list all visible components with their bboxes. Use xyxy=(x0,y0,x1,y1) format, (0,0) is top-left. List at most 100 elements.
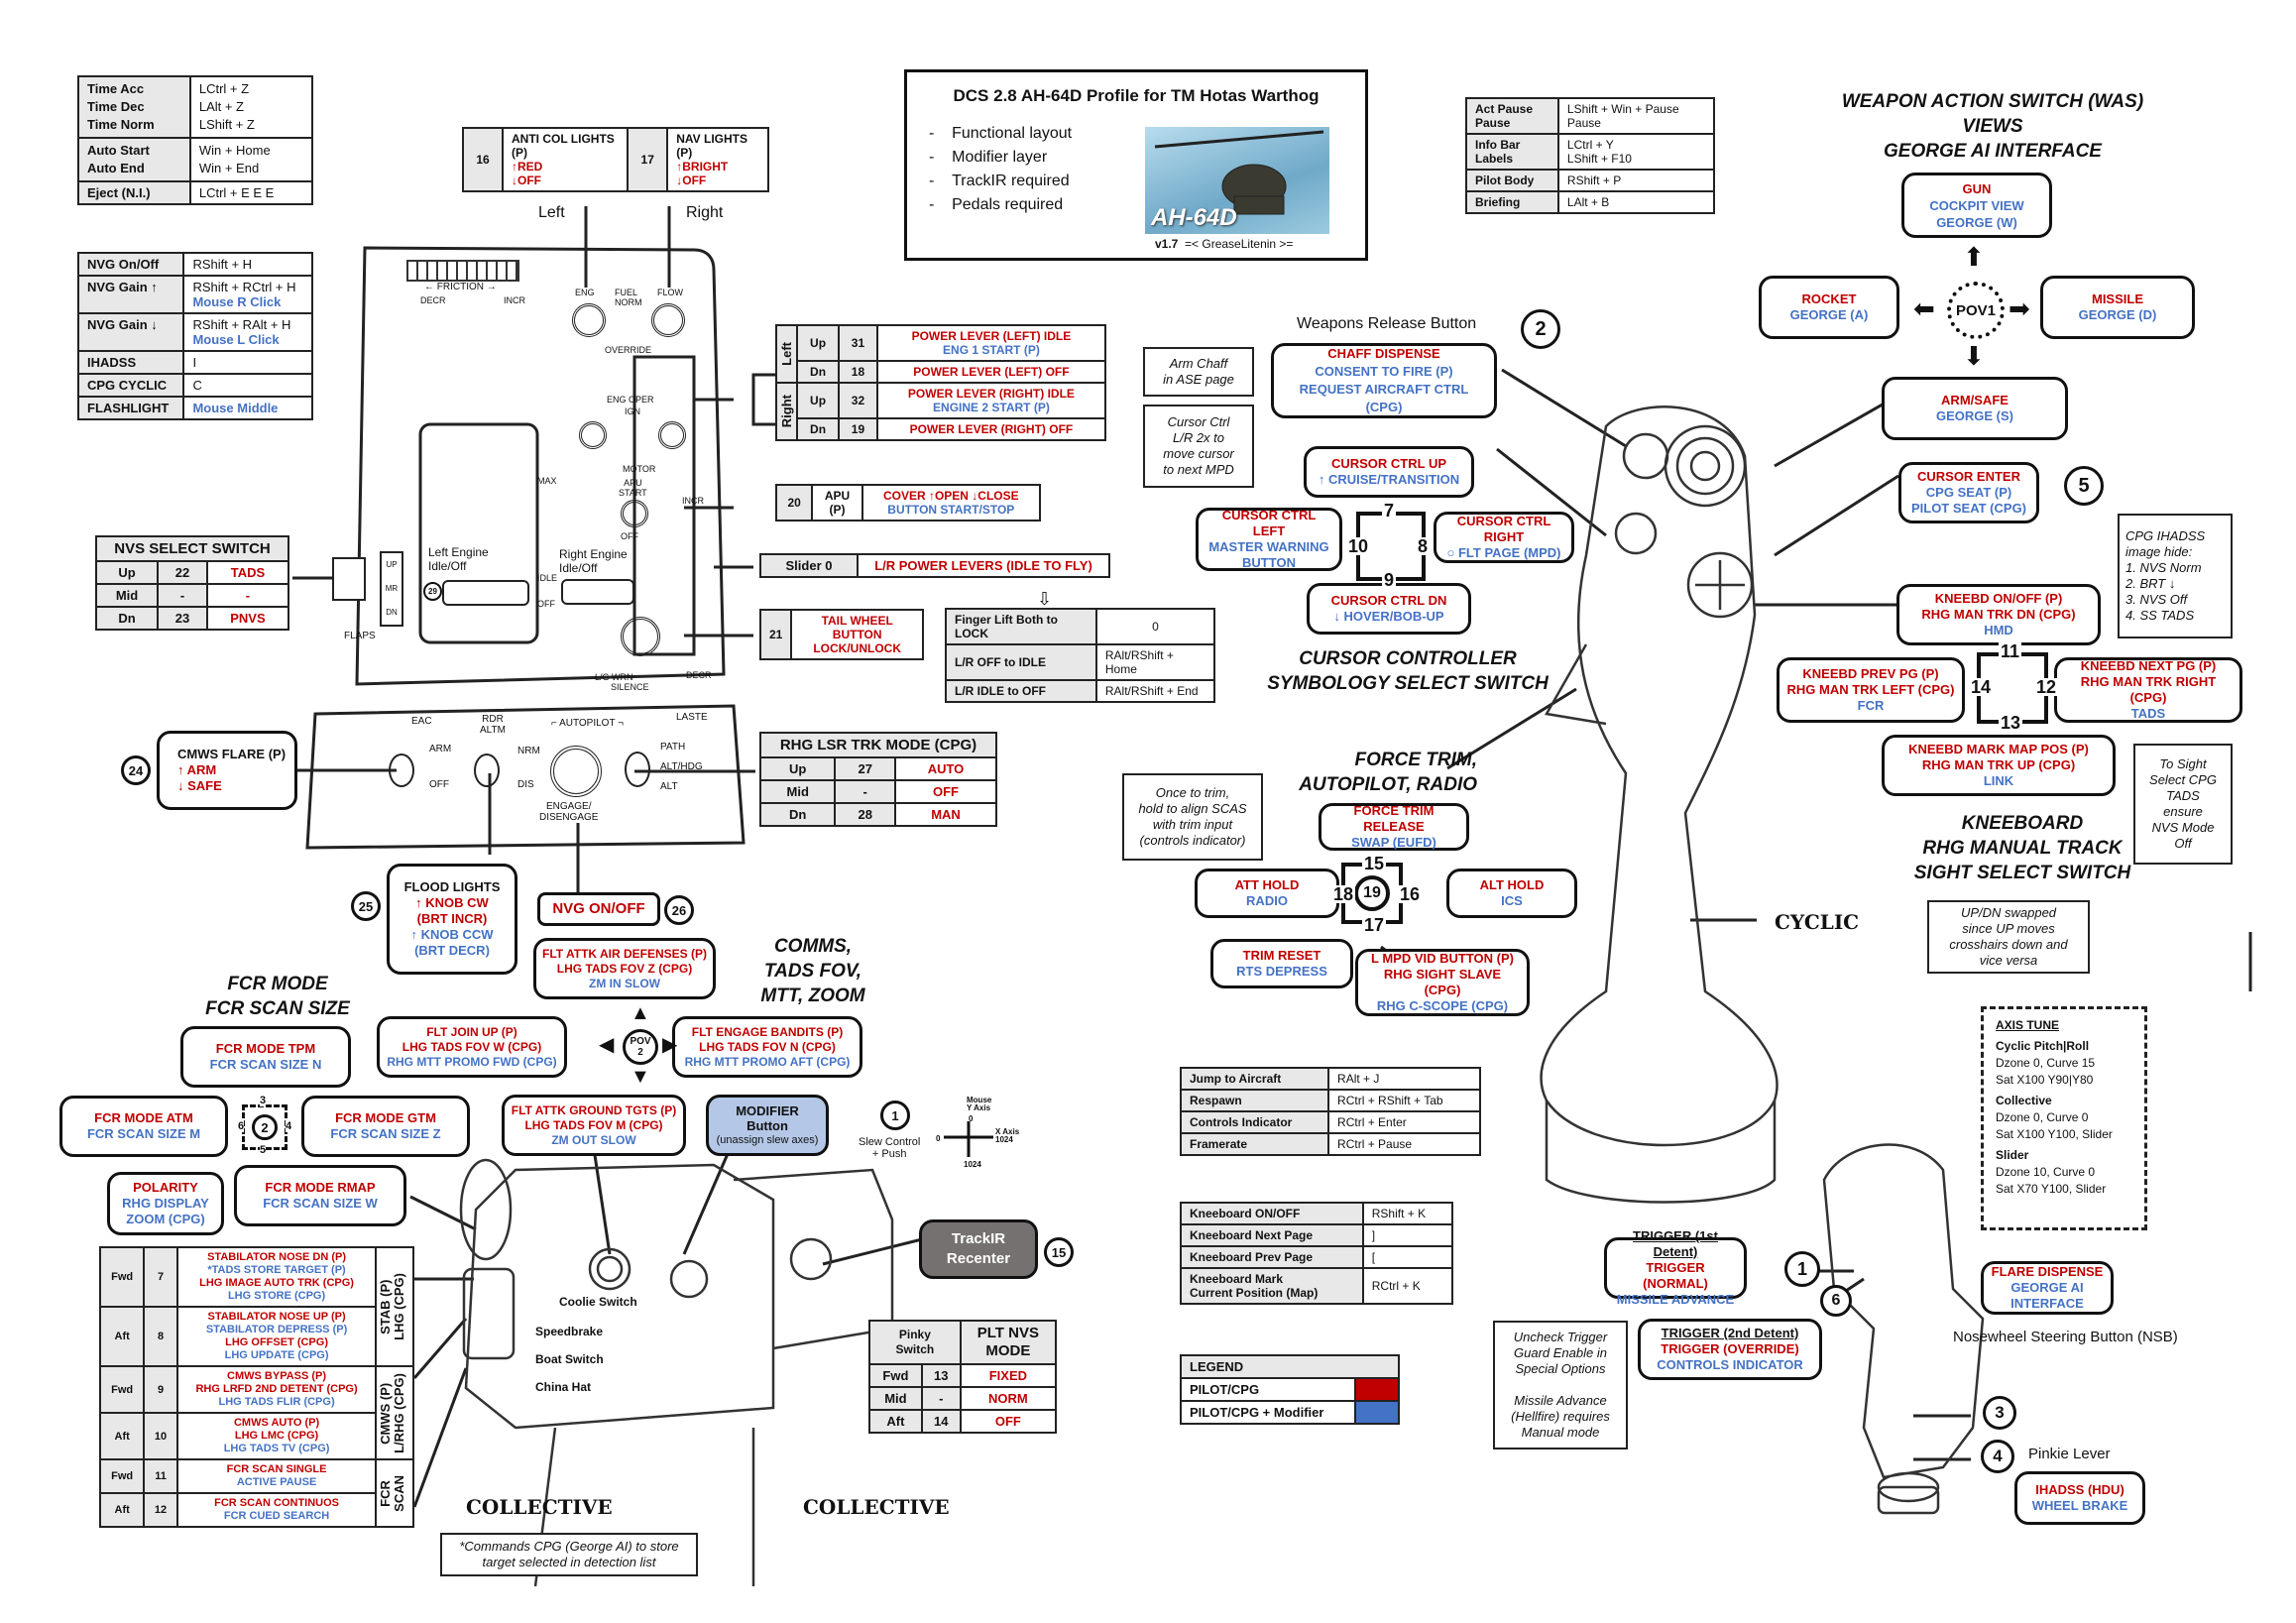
george-d: GEORGE (D) xyxy=(2078,307,2157,322)
dir-cell: Aft xyxy=(98,1306,146,1367)
flood-lights-title: FLOOD LIGHTS xyxy=(403,879,501,894)
trigger-1st-title: TRIGGER (1st Detent) xyxy=(1633,1228,1718,1259)
trim-num-down: 17 xyxy=(1362,915,1387,935)
value-cell: RCtrl + Pause xyxy=(1327,1132,1481,1156)
flt-page: ○ FLT PAGE (MPD) xyxy=(1446,545,1561,560)
master-warning: MASTER WARNING BUTTON xyxy=(1208,539,1329,570)
auto-keys: Auto Start Auto End xyxy=(77,137,191,182)
friction-wheel[interactable] xyxy=(406,260,519,282)
pov2-left-box: FLT JOIN UP (P)LHG TADS FOV W (CPG)RHG M… xyxy=(377,1016,567,1078)
right-engine-label: Right Engine Idle/Off xyxy=(559,547,628,575)
axis-section-name: Cyclic Pitch|Roll xyxy=(1996,1039,2090,1053)
max-label: MAX xyxy=(537,476,557,486)
flood-ccw: ↑ KNOB CCW xyxy=(410,927,494,942)
trigger-override: TRIGGER (OVERRIDE) xyxy=(1661,1341,1799,1356)
tads-sight: TADS xyxy=(2130,706,2166,721)
trim-reset: TRIM RESET xyxy=(1242,948,1321,963)
dir-cell: Up xyxy=(795,324,841,362)
right-engine-button[interactable] xyxy=(561,579,634,605)
cursor-left-label: CURSOR CTRL LEFT xyxy=(1221,508,1317,538)
infobar-value: LCtrl + Y LShift + F10 xyxy=(1556,133,1716,171)
eac-toggle[interactable] xyxy=(389,754,414,787)
pov2-hat[interactable]: POV 2 xyxy=(623,1029,658,1065)
dir-cell: Fwd xyxy=(98,1246,146,1308)
sight-select-note: To Sight Select CPG TADS ensure NVS Mode… xyxy=(2133,744,2233,865)
trim-hat-center[interactable]: 19 xyxy=(1354,875,1390,911)
eng-fuel-switch-left[interactable] xyxy=(572,303,606,337)
eng-oper-switch-right[interactable] xyxy=(658,421,686,449)
nvs-mid-value: - xyxy=(205,583,290,608)
lsr-man: MAN xyxy=(894,802,997,827)
flood-cw: ↑ KNOB CW xyxy=(415,895,489,910)
pinkie-box: IHADSS (HDU)WHEEL BRAKE xyxy=(2014,1471,2145,1525)
nav-num: 17 xyxy=(627,127,669,192)
modifier-button: MODIFIER Button (unassign slew axes) xyxy=(706,1095,829,1156)
eject-value: LCtrl + E E E xyxy=(188,180,314,205)
nvs-select-switch[interactable] xyxy=(332,557,366,601)
off2-label: OFF xyxy=(429,779,449,790)
fcr-hat-center[interactable]: 2 xyxy=(252,1114,278,1140)
legend-pilot-cpg: PILOT/CPG xyxy=(1180,1377,1356,1402)
eng2-start-label: ENGINE 2 START (P) xyxy=(933,401,1050,414)
tads-fov-m: LHG TADS FOV M (CPG) xyxy=(524,1117,663,1132)
arrow-down-icon: ▼ xyxy=(631,1066,650,1088)
was-arrow-left-icon: ⬅ xyxy=(1913,293,1935,323)
kneebd-onoff: KNEEBD ON/OFF (P) xyxy=(1934,591,2063,606)
flt-join-up: FLT JOIN UP (P) xyxy=(426,1024,517,1039)
apu-switch[interactable] xyxy=(621,500,648,527)
arrow-left-icon: ◀ xyxy=(599,1034,615,1056)
chaff-dispense: CHAFF DISPENSE xyxy=(1327,346,1440,361)
num-cell: 23 xyxy=(157,606,208,631)
was-arrow-right-icon: ➡ xyxy=(2009,293,2030,323)
cursor-right-box: CURSOR CTRL RIGHT○ FLT PAGE (MPD) xyxy=(1434,512,1574,563)
function-line: LHG LMC (CPG) xyxy=(234,1430,319,1442)
num-cell: 9 xyxy=(143,1365,178,1414)
fcr-scan-m: FCR SCAN SIZE M xyxy=(86,1126,201,1141)
engage-label: ENGAGE/ DISENGAGE xyxy=(539,801,599,823)
motor-label: MOTOR xyxy=(623,464,656,474)
cpg-cyclic-key: CPG CYCLIC xyxy=(76,373,185,398)
axis-tune-title: AXIS TUNE xyxy=(1996,1018,2060,1032)
aircraft-caption: AH-64D xyxy=(1151,204,1237,231)
boat-switch-label: Boat Switch xyxy=(535,1352,604,1366)
cpg-cyclic-value: C xyxy=(182,373,313,398)
legend-table: LEGEND PILOT/CPG PILOT/CPG + Modifier xyxy=(1180,1354,1400,1425)
autopilot-engage-button[interactable] xyxy=(550,746,602,797)
anticol-down: ↓OFF xyxy=(512,174,541,187)
ihadss-hdu: IHADSS (HDU) xyxy=(2035,1482,2124,1497)
eng-fuel-switch-right[interactable] xyxy=(651,303,685,337)
nvg-gain-up-alt: Mouse R Click xyxy=(192,294,282,309)
att-hold: ATT HOLD xyxy=(1234,877,1300,892)
off-to-idle-value: RAlt/RShift + Home xyxy=(1094,643,1216,681)
feature-list: - Functional layout - Modifier layer - T… xyxy=(929,122,1072,217)
table-row: Kneeboard Mark Current Position (Map)RCt… xyxy=(1180,1267,1454,1305)
kneeboard-up-box: KNEEBD ON/OFF (P)RHG MAN TRK DN (CPG)HMD xyxy=(1896,584,2101,645)
left-idle-label: POWER LEVER (LEFT) IDLE xyxy=(911,329,1072,343)
cursor-num-left: 10 xyxy=(1346,536,1371,556)
cursor-num-right: 8 xyxy=(1416,536,1431,556)
rdr-altm-toggle[interactable] xyxy=(474,754,500,787)
fcr-tpm: FCR MODE TPM xyxy=(215,1041,316,1056)
link-sight: LINK xyxy=(1983,773,2014,788)
function-line: STABILATOR DEPRESS (P) xyxy=(205,1324,348,1335)
slider-value: L/R POWER LEVERS (IDLE TO FLY) xyxy=(857,553,1110,578)
tail-wheel-button[interactable] xyxy=(621,617,660,656)
value-cell: RCtrl + RShift + Tab xyxy=(1327,1089,1481,1112)
left-engine-button[interactable] xyxy=(442,580,529,606)
eng-oper-switch-left[interactable] xyxy=(579,421,607,449)
dir-cell: Fwd xyxy=(868,1363,923,1388)
fcr-num-left: 6 xyxy=(238,1120,245,1132)
pov2-right-box: FLT ENGAGE BANDITS (P)LHG TADS FOV N (CP… xyxy=(672,1016,862,1078)
laste-toggle[interactable] xyxy=(625,752,650,787)
lsr-off: OFF xyxy=(894,779,997,804)
pov1-hat[interactable]: POV1 xyxy=(1947,282,2005,339)
dir-cell: Fwd xyxy=(98,1458,146,1494)
